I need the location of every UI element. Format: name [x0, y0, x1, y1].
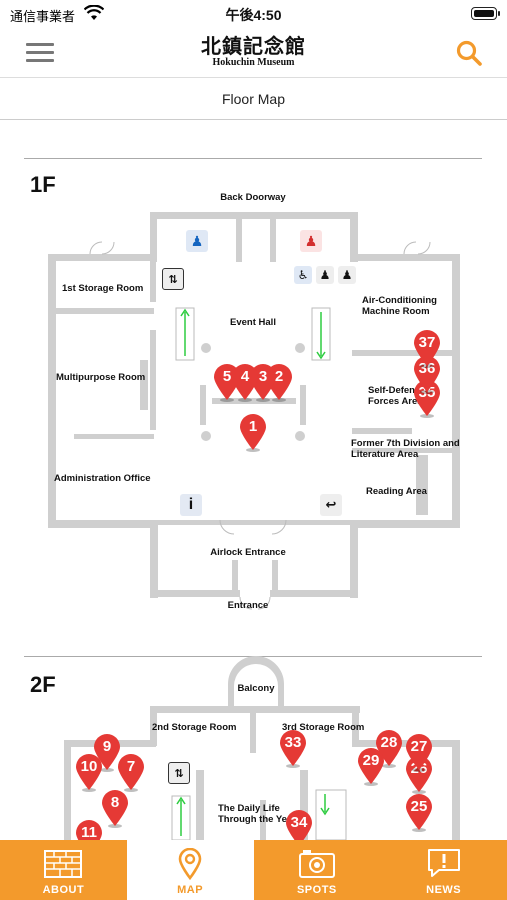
- room-3rd-storage: 3rd Storage Room: [282, 722, 365, 733]
- spot-pin-label: 29: [362, 752, 380, 769]
- mens-restroom-icon: ♟: [186, 230, 208, 252]
- spot-pin-label: 27: [410, 738, 428, 755]
- womens-restroom-icon: ♟: [300, 230, 322, 252]
- room-back-doorway: Back Doorway: [220, 192, 286, 203]
- spot-pin-label: 28: [380, 734, 398, 751]
- spot-pin-label: 2: [274, 368, 284, 385]
- clock: 午後4:50: [225, 7, 282, 23]
- menu-icon-bar: [26, 51, 54, 54]
- nav-bar: 北鎮記念館 Hokuchin Museum: [0, 28, 507, 78]
- status-bar: 通信事業者 午後4:50: [0, 0, 507, 28]
- tab-spots[interactable]: SPOTS: [253, 840, 381, 900]
- menu-icon-bar: [26, 59, 54, 62]
- spot-pin-label: 4: [240, 368, 250, 385]
- spot-pin-label: 25: [410, 798, 428, 815]
- spot-pin-label: 33: [284, 734, 302, 751]
- floor-2f-label: 2F: [30, 672, 56, 697]
- spot-pin-1[interactable]: 1: [238, 412, 268, 452]
- exit-icon: ↩: [320, 494, 342, 516]
- spot-pin-34[interactable]: 34: [284, 808, 314, 840]
- information-icon: i: [180, 494, 202, 516]
- battery-icon: [471, 7, 500, 20]
- spot-pin-29[interactable]: 29: [356, 746, 386, 786]
- elevator-icon: ⇅: [168, 762, 190, 784]
- menu-button[interactable]: [26, 41, 54, 65]
- spot-pin-11[interactable]: 11: [74, 818, 104, 840]
- news-icon: [427, 849, 460, 877]
- room-entrance: Entrance: [227, 600, 269, 611]
- spot-pin-label: 7: [126, 758, 136, 775]
- room-sdf-area: Self-Defense Forces Area: [368, 385, 426, 407]
- brand-title-en: Hokuchin Museum: [212, 57, 295, 68]
- spot-pin-8[interactable]: 8: [100, 788, 130, 828]
- spot-pin-label: 10: [80, 758, 98, 775]
- room-multipurpose: Multipurpose Room: [56, 372, 146, 383]
- page-title: Floor Map: [0, 80, 507, 120]
- room-2nd-storage: 2nd Storage Room: [152, 722, 237, 733]
- spot-pin-25[interactable]: 25: [404, 792, 434, 832]
- tab-news[interactable]: NEWS: [380, 840, 507, 900]
- room-reading-area: Reading Area: [366, 486, 427, 497]
- spot-pin-label: 36: [418, 360, 436, 377]
- accessible-restroom-icon: ♿: [294, 266, 312, 284]
- spot-pin-7[interactable]: 7: [116, 752, 146, 792]
- tab-about-label: ABOUT: [42, 884, 85, 896]
- brand-title-jp: 北鎮記念館: [201, 34, 306, 58]
- spot-pin-label: 1: [248, 418, 258, 435]
- room-airlock-entrance: Airlock Entrance: [210, 547, 286, 558]
- spot-pin-label: 3: [258, 368, 268, 385]
- spot-pin-33[interactable]: 33: [278, 728, 308, 768]
- tab-news-label: NEWS: [426, 884, 462, 896]
- spot-pin-5[interactable]: 5: [212, 362, 242, 402]
- tab-about[interactable]: ABOUT: [0, 840, 127, 900]
- tab-bar: ABOUT MAP SPOTS NEWS: [0, 840, 507, 900]
- tab-map-label: MAP: [177, 884, 204, 896]
- spot-pin-label: 8: [110, 794, 120, 811]
- menu-icon-bar: [26, 43, 54, 46]
- wifi-icon: [84, 5, 104, 20]
- spot-pin-35[interactable]: 35: [412, 378, 442, 418]
- room-former-7th-division: Former 7th Division and Literature Area: [351, 438, 460, 460]
- spot-pin-label: 37: [418, 334, 436, 351]
- spot-pin-27[interactable]: 27: [404, 732, 434, 772]
- camera-icon: [298, 850, 335, 878]
- room-air-conditioning: Air-Conditioning Machine Room: [362, 295, 437, 317]
- elevator-icon: ⇅: [162, 268, 184, 290]
- tab-map[interactable]: MAP: [126, 840, 254, 900]
- spot-pin-10[interactable]: 10: [74, 752, 104, 792]
- spot-pin-label: 9: [102, 738, 112, 755]
- brand-logo: 北鎮記念館 Hokuchin Museum: [0, 35, 507, 69]
- floor-divider: [24, 158, 482, 159]
- room-event-hall: Event Hall: [230, 317, 276, 328]
- room-daily-life: The Daily Life Through the Years: [218, 803, 302, 825]
- room-administration: Administration Office: [54, 473, 151, 484]
- floor-1f-label: 1F: [30, 172, 56, 197]
- tab-spots-label: SPOTS: [296, 884, 337, 896]
- spot-pin-37[interactable]: 37: [412, 328, 442, 368]
- room-balcony: Balcony: [237, 683, 275, 694]
- spot-pin-36[interactable]: 36: [412, 354, 442, 394]
- carrier-label: 通信事業者: [10, 9, 76, 24]
- spot-pin-label: 11: [81, 824, 97, 840]
- room-1st-storage: 1st Storage Room: [62, 283, 144, 294]
- spot-pin-label: 34: [290, 814, 308, 831]
- spot-pin-label: 35: [412, 384, 442, 401]
- building-icon: [44, 850, 83, 878]
- restroom-icon: ♟: [316, 266, 334, 284]
- map-pin-icon: [178, 848, 202, 880]
- search-icon[interactable]: [455, 39, 483, 67]
- spot-pin-label: 5: [222, 368, 232, 385]
- family-restroom-icon: ♟: [338, 266, 356, 284]
